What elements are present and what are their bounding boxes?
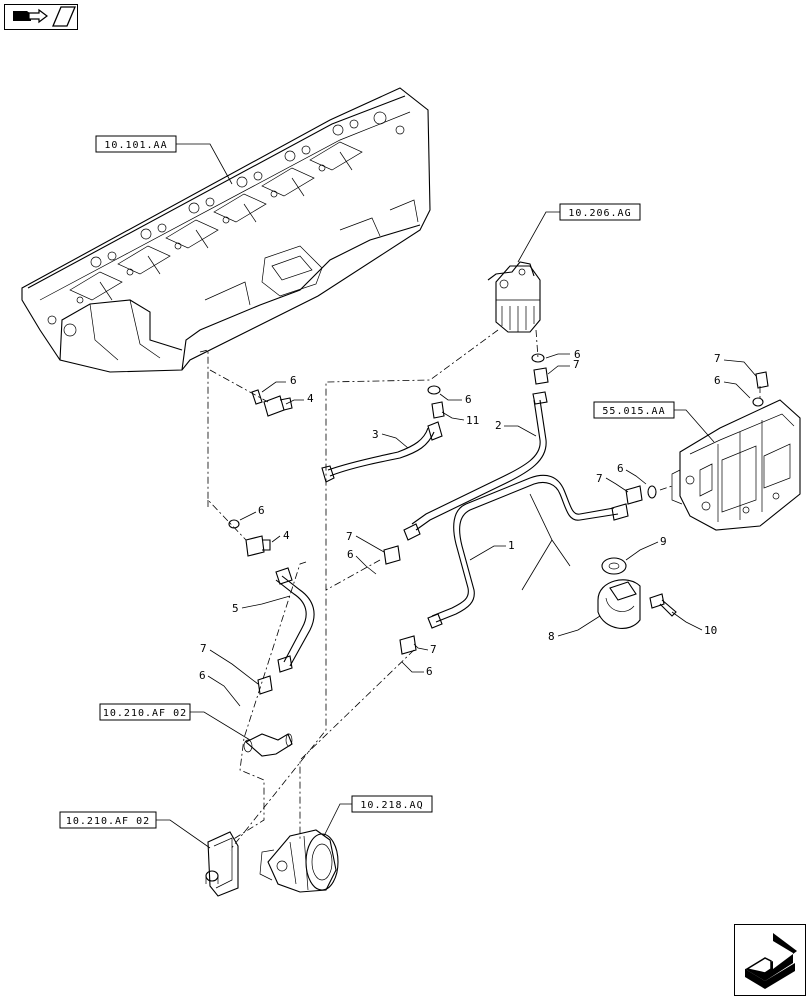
callout-6i: 6: [426, 665, 433, 678]
fuel-pipe-2: [403, 391, 548, 541]
callout-4a: 4: [307, 392, 314, 405]
callout-5: 5: [232, 602, 239, 615]
clamp-bolt: [649, 593, 677, 617]
ref-ecu-module: 55.015.AA: [602, 406, 665, 417]
next-page-button[interactable]: [734, 924, 806, 996]
pipe-clamp: [597, 579, 641, 629]
callout-7f: 7: [714, 352, 721, 365]
fuel-pipe-5: [275, 567, 315, 673]
ecu-module: [671, 399, 801, 531]
callout-7e: 7: [596, 472, 603, 485]
book-arrow-icon: [13, 6, 76, 27]
ref-cylinder-head: 10.101.AA: [104, 140, 167, 151]
callout-labels: 1 2 3 4 4 5 6 6 6 6 6 6 6 6 6 7: [199, 348, 757, 707]
ref-fuel-pump: 10.218.AQ: [360, 800, 423, 811]
callout-10: 10: [704, 624, 717, 637]
callout-6e: 6: [347, 548, 354, 561]
fuel-filter: [487, 261, 541, 333]
callout-1: 1: [508, 539, 515, 552]
callout-6c: 6: [465, 393, 472, 406]
elbow-fitting: [243, 733, 293, 757]
mounting-bracket: [205, 831, 239, 897]
ref-bracket: 10.210.AF 02: [66, 816, 150, 827]
next-page-arrow-icon: [745, 933, 797, 989]
callout-2: 2: [495, 419, 502, 432]
ref-fuel-filter: 10.206.AG: [568, 208, 631, 219]
callout-6a: 6: [290, 374, 297, 387]
callout-6f: 6: [617, 462, 624, 475]
callout-7c: 7: [200, 642, 207, 655]
reference-labels: 10.101.AA 10.206.AG 55.015.AA 10.210.AF …: [59, 135, 715, 849]
cylinder-head: [21, 87, 431, 373]
callout-6h: 6: [199, 669, 206, 682]
callout-8: 8: [548, 630, 555, 643]
fuel-pipe-1: [427, 474, 629, 629]
fuel-pump: [259, 829, 339, 893]
callout-7d: 7: [430, 643, 437, 656]
callout-9: 9: [660, 535, 667, 548]
callout-11: 11: [466, 414, 479, 427]
previous-page-button[interactable]: [4, 4, 78, 30]
alignment-lines: [199, 329, 761, 851]
callout-6b: 6: [258, 504, 265, 517]
spacer-washer: [601, 557, 627, 575]
callout-3: 3: [372, 428, 379, 441]
callout-6d: 6: [574, 348, 581, 361]
callout-4b: 4: [283, 529, 290, 542]
callout-7a: 7: [573, 358, 580, 371]
callout-7b: 7: [346, 530, 353, 543]
callout-6g: 6: [714, 374, 721, 387]
fuel-pipe-3: [321, 421, 443, 483]
ref-elbow-fitting: 10.210.AF 02: [103, 708, 187, 719]
fittings: [228, 353, 769, 695]
